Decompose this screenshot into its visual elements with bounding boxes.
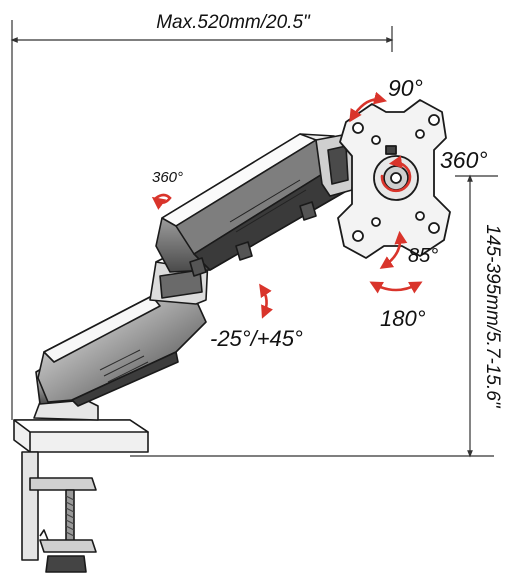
tilt-side-label: 85° (408, 245, 438, 267)
arm-tilt-label: -25°/+45° (210, 326, 303, 351)
rotation-right-label: 360° (440, 147, 488, 173)
desk-clamp (13, 397, 149, 573)
rotation-arrows (151, 91, 423, 319)
side-tilt-arrow-icon (379, 230, 408, 269)
vesa-plate (337, 99, 451, 259)
swivel-arrow-icon (151, 193, 172, 210)
tilt-arrow-icon (349, 91, 388, 123)
reach-dimension: Max.520mm/20.5" (10, 12, 394, 420)
upper-arm (155, 133, 357, 277)
swivel-left-label: 360° (152, 169, 183, 186)
rotation-arrow-icon (380, 155, 412, 193)
height-range-label: 145-395mm/5.7-15.6" (482, 224, 503, 408)
swivel-bottom-label: 180° (380, 306, 426, 331)
lower-arm (35, 251, 209, 407)
arm-tilt-arrow-icon (259, 283, 274, 319)
height-dimension: 145-395mm/5.7-15.6" (130, 174, 503, 458)
max-reach-label: Max.520mm/20.5" (156, 12, 311, 33)
tilt-top-label: 90° (388, 75, 423, 101)
swivel-180-arrow-icon (369, 281, 423, 294)
